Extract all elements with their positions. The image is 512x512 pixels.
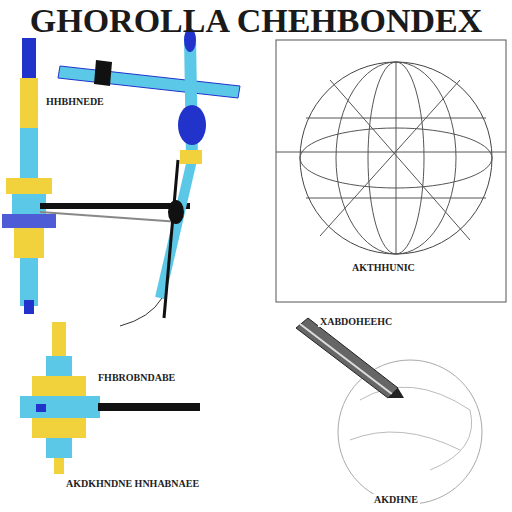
part-label: HHBHNEDE <box>44 96 106 107</box>
pixel-cross <box>20 322 200 474</box>
part-label: AKTHHUNIC <box>350 262 417 273</box>
arm-figure <box>58 28 240 326</box>
globe-panel <box>276 40 506 302</box>
title: GHOROLLA CHEHBONDEX <box>30 2 482 40</box>
pen-sketch <box>296 318 482 504</box>
part-label: XABDOHEEHC <box>318 316 394 327</box>
part-label: AKDHNE <box>372 494 420 505</box>
part-label: FHBROBNDABE <box>96 372 177 383</box>
part-label: AKDKHNDNE HNHABNAEE <box>64 478 201 489</box>
